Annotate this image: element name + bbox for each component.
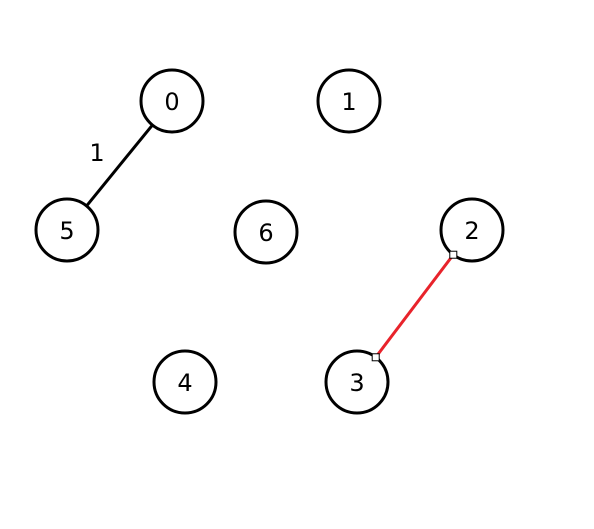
node-6[interactable]: 6: [233, 199, 299, 265]
node-label: 4: [177, 369, 192, 397]
node-label: 0: [164, 88, 179, 116]
edge-start-handle[interactable]: [449, 250, 458, 259]
node-label: 6: [258, 219, 273, 247]
node-2[interactable]: 2: [439, 197, 505, 263]
node-1[interactable]: 1: [316, 68, 382, 134]
node-circle[interactable]: [139, 68, 205, 134]
node-circle[interactable]: [233, 199, 299, 265]
handles-layer: [371, 250, 458, 362]
node-label: 2: [464, 217, 479, 245]
node-0[interactable]: 0: [139, 68, 205, 134]
node-4[interactable]: 4: [152, 349, 218, 415]
edges-layer: 1: [85, 124, 455, 359]
node-label: 1: [341, 88, 356, 116]
nodes-layer: 0 1 2 3 4 5 6: [34, 68, 505, 415]
node-label: 3: [349, 369, 364, 397]
node-3[interactable]: 3: [324, 349, 390, 415]
node-circle[interactable]: [152, 349, 218, 415]
edge-0-5[interactable]: [85, 124, 154, 207]
edge-end-handle[interactable]: [371, 353, 380, 362]
edge-2-3[interactable]: [374, 253, 455, 359]
node-circle[interactable]: [34, 197, 100, 263]
node-circle[interactable]: [316, 68, 382, 134]
edge-weight-0-5[interactable]: 1: [89, 139, 104, 167]
node-5[interactable]: 5: [34, 197, 100, 263]
node-circle[interactable]: [324, 349, 390, 415]
node-circle[interactable]: [439, 197, 505, 263]
node-label: 5: [59, 217, 74, 245]
